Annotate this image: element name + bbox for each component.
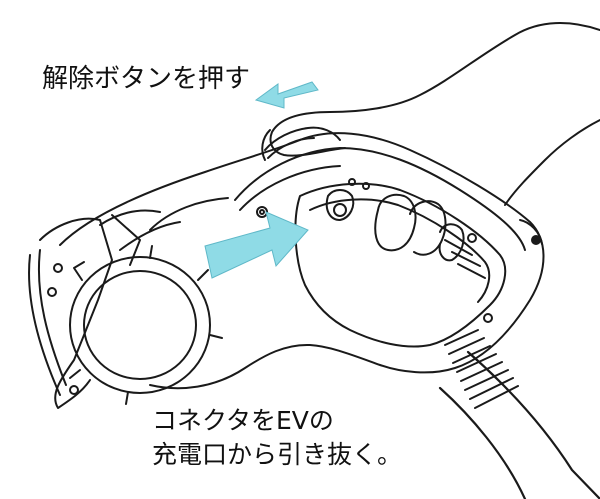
hand — [261, 22, 600, 262]
pull-label-line2: 充電口から引き抜く。 — [152, 439, 403, 469]
pull-arrow-icon — [204, 211, 309, 279]
press-arrow-icon — [254, 81, 319, 109]
pull-connector-label: コネクタをEVの 充電口から引き抜く。 — [152, 404, 402, 472]
connector-flange — [28, 217, 223, 409]
press-release-button-label: 解除ボタンを押す — [42, 64, 251, 94]
pull-label-line1: コネクタをEVの — [152, 406, 334, 435]
connector-body — [59, 126, 545, 390]
cable — [438, 329, 600, 499]
